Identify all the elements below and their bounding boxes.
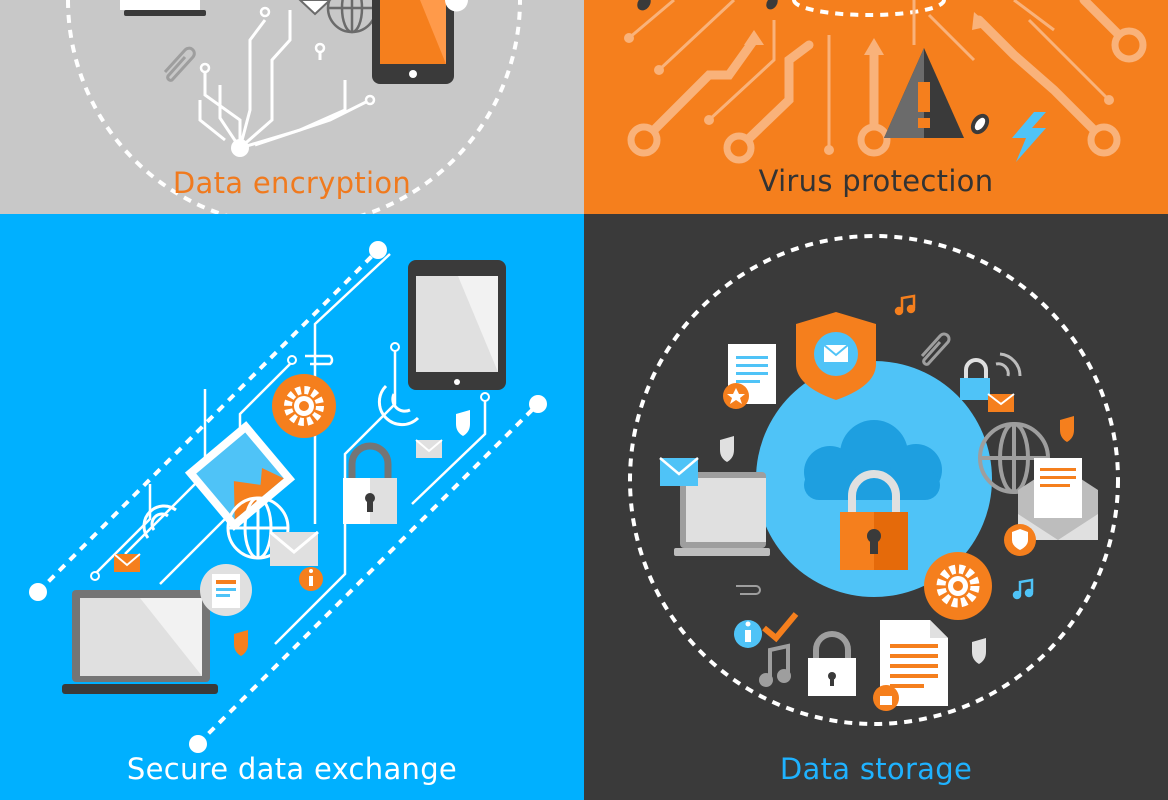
music-note-icon-orange xyxy=(894,294,916,316)
padlock-icon-white xyxy=(808,631,856,696)
laptop-icon xyxy=(62,590,218,694)
gear-icon xyxy=(924,552,992,620)
globe-icon xyxy=(226,496,290,560)
shield-badge xyxy=(1004,524,1036,556)
envelope-icon xyxy=(298,0,332,16)
thin-circuits xyxy=(628,0,1111,148)
dashed-circle-outline xyxy=(628,234,1120,726)
data-storage-panel: Data storage xyxy=(584,214,1168,800)
envelope-icon-small xyxy=(987,393,1015,412)
open-envelope-icon xyxy=(1018,458,1098,540)
dashed-arc xyxy=(792,0,946,17)
shield-icon-orange xyxy=(1060,416,1074,442)
checkmark-icon xyxy=(762,612,799,643)
shield-icon xyxy=(456,410,470,436)
wifi-icon xyxy=(142,384,420,539)
gear-icon xyxy=(272,374,336,438)
cloud-icon xyxy=(804,420,942,500)
paperclip-icon xyxy=(920,332,951,366)
secure-data-exchange-panel: Secure data exchange xyxy=(0,214,584,800)
bug-icon xyxy=(970,113,990,135)
document-circle-icon xyxy=(200,564,252,616)
music-note-icon xyxy=(759,643,791,687)
tablet-icon xyxy=(408,260,506,390)
virus-protection-caption: Virus protection xyxy=(758,164,994,198)
mail-shield-icon xyxy=(796,312,876,400)
paperclip-icon xyxy=(305,354,334,366)
padlock-icon-small xyxy=(960,358,990,400)
envelope-icon xyxy=(659,457,699,486)
document-icon-large xyxy=(873,620,948,711)
dashed-exchange-lines xyxy=(36,248,540,746)
smartphone-icon xyxy=(372,0,454,84)
dashed-circle-outline xyxy=(66,0,522,214)
arrowheads xyxy=(744,12,990,55)
shield-icon-light xyxy=(972,638,986,664)
image-frame-icon xyxy=(184,421,296,531)
document-icon xyxy=(723,344,776,409)
data-encryption-illustration xyxy=(0,0,584,214)
wifi-icon xyxy=(995,352,1022,377)
laptop-icon xyxy=(674,472,770,556)
virus-protection-illustration xyxy=(584,0,1168,214)
info-icon xyxy=(299,567,323,591)
secure-data-exchange-illustration xyxy=(0,214,584,800)
padlock-icon xyxy=(840,470,908,570)
shield-icon-orange xyxy=(234,630,248,656)
bug-icon-small xyxy=(637,0,778,11)
paperclip-icon xyxy=(163,46,196,82)
data-storage-illustration xyxy=(584,214,1168,800)
laptop-icon xyxy=(120,0,206,16)
data-encryption-caption: Data encryption xyxy=(172,166,412,200)
data-encryption-panel: Data encryption xyxy=(0,0,584,214)
music-note-icon-blue xyxy=(1012,578,1034,600)
shield-icon xyxy=(720,436,734,462)
warning-icon xyxy=(884,48,964,138)
data-storage-caption: Data storage xyxy=(779,752,973,786)
virus-protection-panel: Virus protection xyxy=(584,0,1168,214)
padlock-icon xyxy=(343,442,397,524)
envelope-icon xyxy=(269,530,319,566)
envelope-icon-small xyxy=(113,439,443,572)
secure-data-exchange-caption: Secure data exchange xyxy=(126,752,458,786)
paperclip-icon-small xyxy=(736,585,761,595)
lightning-icon xyxy=(1012,112,1046,162)
info-icon xyxy=(734,620,762,648)
